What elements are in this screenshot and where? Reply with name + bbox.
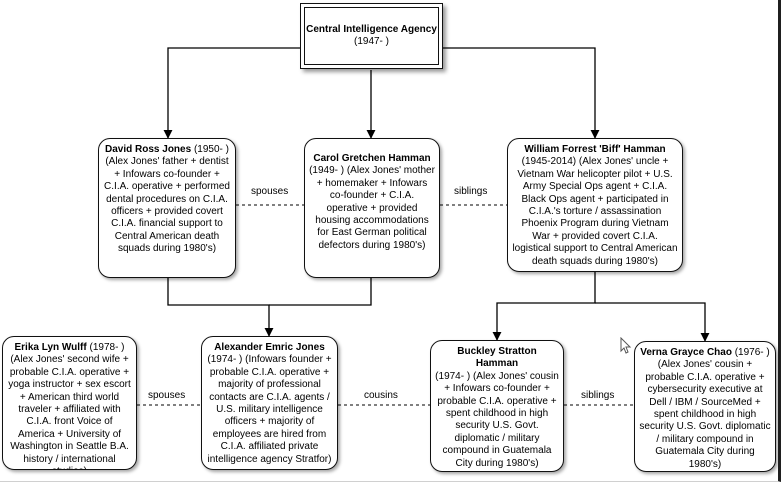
node-years: (1945-2014) — [521, 156, 577, 168]
root-inner-border — [304, 7, 439, 65]
node-verna-grayce-chao[interactable]: Verna Grayce Chao (1976- ) (Alex Jones' … — [634, 341, 776, 472]
node-carol-gretchen-hamman[interactable]: Carol Gretchen Hamman (1949- ) (Alex Jon… — [304, 138, 440, 278]
node-years: (1978- ) — [86, 342, 125, 353]
node-name: Alexander Emric Jones — [214, 342, 325, 353]
label-spouses-parents: spouses — [249, 186, 291, 197]
edge-william-buckley — [492, 272, 596, 341]
node-description: (Alex Jones' father + dentist + Infowars… — [104, 156, 230, 255]
root-node-cia[interactable]: Central Intelligence Agency (1947- ) — [300, 3, 443, 69]
edge-root-david — [163, 47, 300, 139]
edge-root-william — [443, 47, 600, 139]
edge-parents-alexander — [167, 278, 274, 337]
label-siblings-cousins: siblings — [579, 390, 617, 401]
root-title: Central Intelligence Agency — [306, 23, 437, 35]
node-name: Verna Grayce Chao — [640, 347, 732, 358]
node-description: (Alex Jones' uncle + Vietnam War helicop… — [512, 156, 678, 267]
node-name: William Forrest 'Biff' Hamman — [524, 144, 666, 155]
edge-william-verna — [595, 302, 710, 342]
node-years: (1974- ) — [435, 370, 471, 382]
label-cousins: cousins — [362, 390, 400, 401]
node-alexander-emric-jones[interactable]: Alexander Emric Jones (1974- ) (Infowars… — [201, 336, 338, 470]
node-years: (1976- ) — [731, 347, 770, 358]
node-description: (Infowars founder + probable C.I.A. oper… — [207, 354, 332, 465]
node-buckley-stratton-hamman[interactable]: Buckley Stratton Hamman (1974- ) (Alex J… — [430, 340, 564, 472]
node-erika-lyn-wulff[interactable]: Erika Lyn Wulff (1978- ) (Alex Jones' se… — [2, 336, 137, 470]
node-years: (1949- ) — [309, 165, 345, 177]
node-years: (1950- ) — [191, 144, 229, 155]
mouse-pointer-icon — [620, 336, 632, 358]
node-description: (Alex Jones' cousin + probable C.I.A. op… — [639, 359, 771, 470]
label-spouses-alexander: spouses — [146, 390, 188, 401]
label-siblings-parents: siblings — [452, 186, 490, 197]
node-name: Carol Gretchen Hamman — [313, 153, 431, 164]
node-william-forrest-hamman[interactable]: William Forrest 'Biff' Hamman (1945-2014… — [507, 138, 683, 272]
node-description: (Alex Jones' mother + homemaker + Infowa… — [315, 165, 435, 251]
node-name: David Ross Jones — [105, 144, 192, 155]
node-name: Buckley Stratton Hamman — [457, 346, 537, 370]
node-description: (Alex Jones' cousin + Infowars co-founde… — [437, 370, 559, 469]
node-years: (1974- ) — [207, 354, 243, 366]
node-david-ross-jones[interactable]: David Ross Jones (1950- ) (Alex Jones' f… — [98, 138, 236, 278]
root-years: (1947- ) — [353, 36, 389, 47]
edge-carol-alexander — [269, 278, 372, 306]
node-description: (Alex Jones' second wife + probable C.I.… — [8, 354, 131, 469]
node-name: Erika Lyn Wulff — [14, 342, 87, 353]
